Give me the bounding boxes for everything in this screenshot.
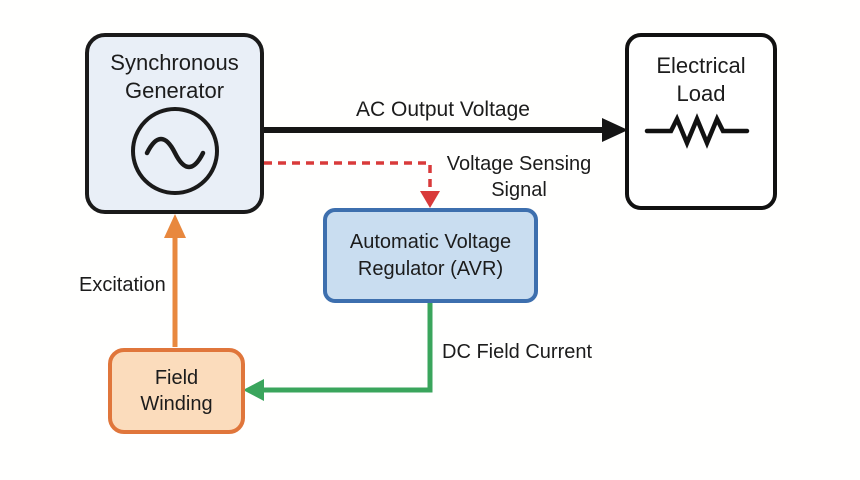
field-winding-label-line2: Winding [140,393,213,415]
dc-field-current-arrow [243,303,433,401]
dc-field-current-label: DC Field Current [442,341,593,363]
voltage-sensing-label-line2: Signal [491,179,547,202]
excitation-label: Excitation [79,274,166,296]
load-label-line2: Load [676,80,726,106]
resistor-icon [644,113,750,149]
node-electrical-load: Electrical Load [625,33,777,210]
node-automatic-voltage-regulator: Automatic Voltage Regulator (AVR) [323,208,538,303]
node-synchronous-generator: Synchronous Generator [85,33,264,214]
avr-label-line1: Automatic Voltage [349,230,512,253]
node-field-winding: Field Winding [108,348,245,434]
load-label-line1: Electrical [656,53,746,78]
ac-sine-source-icon [131,107,219,195]
excitation-arrow [164,214,186,347]
ac-output-voltage-label: AC Output Voltage [356,98,530,121]
voltage-sensing-label-line1: Voltage Sensing [446,153,592,175]
generator-label-line2: Generator [124,77,225,103]
voltage-sensing-signal-label: Voltage Sensing Signal [429,151,609,204]
voltage-sensing-arrow [264,161,440,208]
avr-label-line2: Regulator (AVR) [357,257,504,280]
generator-label-line1: Synchronous [110,50,239,75]
field-winding-label-line1: Field [154,367,199,389]
